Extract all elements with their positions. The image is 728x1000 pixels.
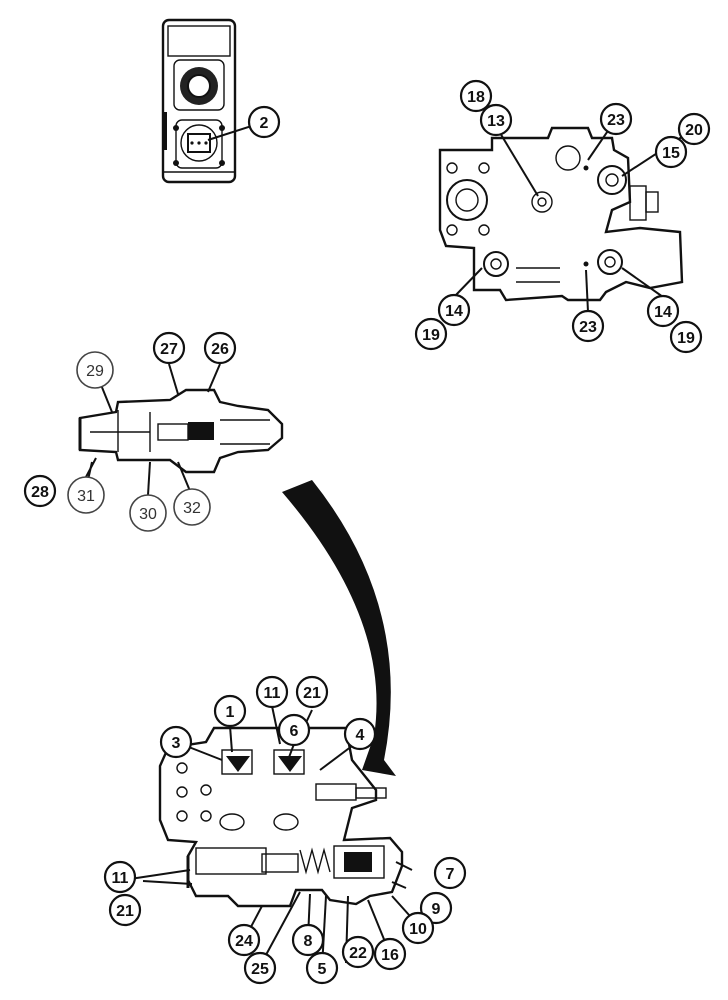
callout-21-top: 21	[303, 685, 321, 702]
callout-6: 6	[290, 723, 299, 740]
callout-30: 30	[139, 506, 157, 523]
callout-3: 3	[172, 735, 181, 752]
callout-9: 9	[432, 901, 441, 918]
callout-19-right: 19	[677, 330, 695, 347]
callout-14-left: 14	[445, 303, 463, 320]
callout-11-top: 11	[264, 685, 281, 702]
callout-18: 18	[467, 89, 485, 106]
callout-21-bottom: 21	[116, 903, 134, 920]
valve-section-view	[158, 726, 404, 908]
callout-7: 7	[446, 866, 455, 883]
valve-block-face-view	[438, 126, 684, 302]
callout-8: 8	[304, 933, 313, 950]
callout-32: 32	[183, 500, 201, 517]
callout-1: 1	[226, 704, 235, 721]
callout-20: 20	[685, 122, 703, 139]
solenoid-end-view	[161, 18, 237, 184]
callout-29: 29	[86, 363, 104, 380]
callout-16: 16	[381, 947, 399, 964]
callout-24: 24	[235, 933, 253, 950]
view-arrow	[282, 480, 396, 776]
callout-15: 15	[662, 145, 680, 162]
callout-27: 27	[160, 341, 178, 358]
callout-4: 4	[356, 727, 365, 744]
callout-25: 25	[251, 961, 269, 978]
callout-22: 22	[349, 945, 367, 962]
callout-11-bottom: 11	[112, 870, 129, 887]
callout-10: 10	[409, 921, 427, 938]
callout-23-bottom: 23	[579, 319, 597, 336]
callouts: 2 18 13 23 20 15 14 19 23 14 19 29 27 26…	[23, 79, 711, 985]
callout-26: 26	[211, 341, 229, 358]
callout-19-left: 19	[422, 327, 440, 344]
cartridge-valve	[78, 388, 284, 474]
callout-14-right: 14	[654, 304, 672, 321]
callout-23-top: 23	[607, 112, 625, 129]
callout-2: 2	[260, 115, 269, 132]
callout-5: 5	[318, 961, 327, 978]
callout-13: 13	[487, 113, 505, 130]
callout-28: 28	[31, 484, 49, 501]
callout-31: 31	[77, 488, 95, 505]
